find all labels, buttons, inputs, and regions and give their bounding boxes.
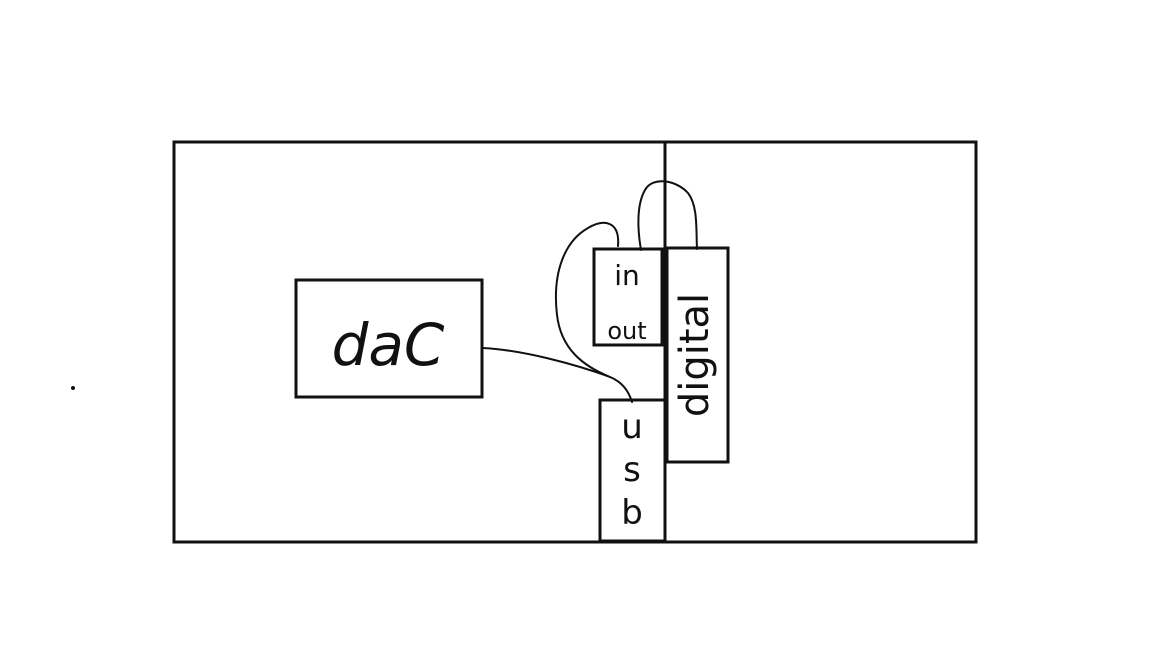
in-label: in — [614, 259, 640, 292]
dac-label: daC — [332, 311, 445, 379]
usb-box — [598, 398, 667, 543]
in-out-box — [592, 247, 664, 347]
wires — [482, 180, 698, 403]
stray-dot — [71, 386, 75, 390]
usb-letter: b — [621, 493, 643, 533]
dac-box — [294, 278, 484, 399]
digital-port: digital — [665, 246, 730, 464]
digital-label: digital — [672, 293, 718, 417]
out-loop-wire — [555, 221, 620, 378]
in-out-port: in out — [592, 247, 664, 347]
dac-module: daC — [294, 278, 484, 399]
usb-letter: s — [623, 450, 641, 490]
out-label: out — [607, 317, 646, 345]
usb-letter: u — [621, 407, 643, 447]
main-enclosure — [172, 140, 978, 544]
in-to-digital-wire — [637, 180, 698, 251]
